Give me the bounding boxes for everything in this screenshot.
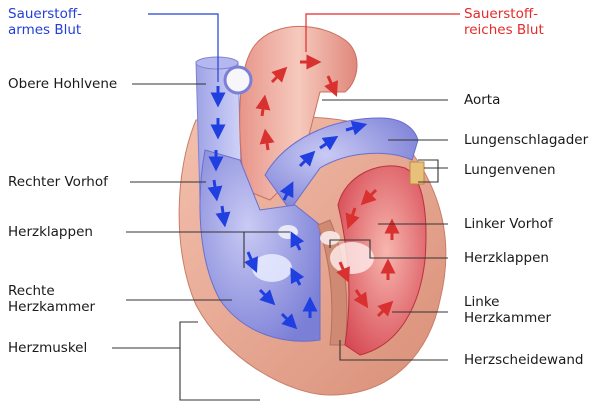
label-aorta: Aorta bbox=[464, 92, 500, 108]
tricuspid-valve bbox=[252, 254, 292, 282]
label-rechter-vorhof: Rechter Vorhof bbox=[8, 174, 108, 190]
label-obere-hohlvene: Obere Hohlvene bbox=[8, 76, 117, 92]
label-herzklappen-left: Herzklappen bbox=[8, 224, 93, 240]
mitral-valve bbox=[330, 242, 374, 274]
legend-oxygen-rich: Sauerstoff- reiches Blut bbox=[464, 6, 544, 38]
label-rechte-herzkammer: Rechte Herzkammer bbox=[8, 283, 95, 315]
label-linker-vorhof: Linker Vorhof bbox=[464, 216, 553, 232]
label-lungenschlagader: Lungenschlagader bbox=[464, 132, 588, 148]
legend-oxygen-poor: Sauerstoff- armes Blut bbox=[8, 6, 82, 38]
label-herzscheidewand: Herzscheidewand bbox=[464, 352, 583, 368]
label-herzmuskel: Herzmuskel bbox=[8, 340, 87, 356]
label-linke-herzkammer: Linke Herzkammer bbox=[464, 294, 551, 326]
label-lungenvenen: Lungenvenen bbox=[464, 162, 556, 178]
label-herzklappen-right: Herzklappen bbox=[464, 250, 549, 266]
